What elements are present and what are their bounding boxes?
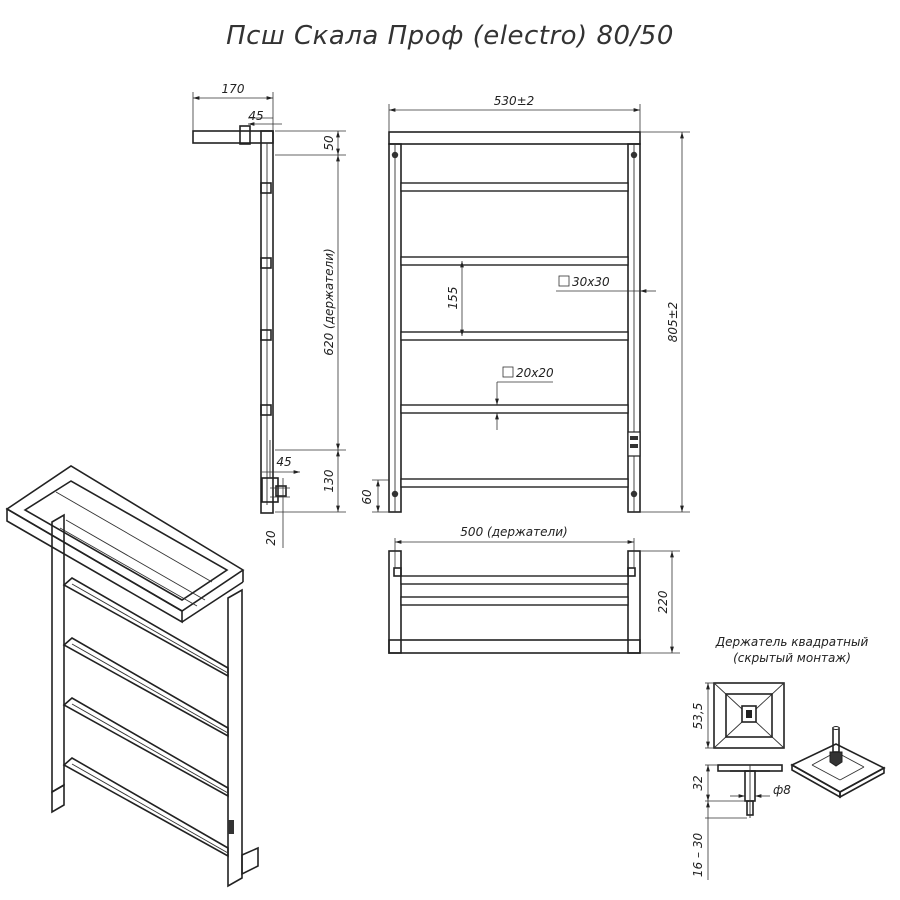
dim-front-height: 805±2 <box>666 302 680 343</box>
dim-front-bottom: 60 <box>360 489 374 505</box>
dim-front-pitch: 155 <box>446 287 460 310</box>
dim-holder-range: 16 – 30 <box>691 833 705 878</box>
dim-side-wall: 20 <box>264 530 278 546</box>
dim-holder-diameter: ф8 <box>773 783 791 797</box>
holder-caption-line1: Держатель квадратный <box>715 635 869 649</box>
holder-detail: Держатель квадратный (скрытый монтаж) 53… <box>691 635 886 880</box>
side-view: 170 45 50 620 (держатели) 130 45 20 <box>192 82 346 548</box>
dim-side-depth: 170 <box>222 82 245 96</box>
dim-holder-plate: 53,5 <box>691 703 705 730</box>
dim-top-holders: 500 (держатели) <box>460 525 567 539</box>
isometric-view <box>5 465 259 888</box>
dim-side-offset-bottom: 45 <box>276 455 291 469</box>
holder-caption-line2: (скрытый монтаж) <box>733 651 851 665</box>
dim-side-offset-top: 45 <box>248 109 263 123</box>
drawing-title: Псш Скала Проф (electro) 80/50 <box>226 21 674 51</box>
dim-top-depth: 220 <box>656 590 670 613</box>
dim-front-width: 530±2 <box>494 94 535 108</box>
label-frame-profile: 30х30 <box>572 275 610 289</box>
label-bar-profile: 20х20 <box>516 366 554 380</box>
dim-side-holders: 620 (держатели) <box>322 248 336 355</box>
dim-side-top-gap: 50 <box>322 135 336 151</box>
dim-side-bottom-gap: 130 <box>322 469 336 492</box>
top-view: 500 (держатели) 220 <box>388 525 680 654</box>
front-view: 530±2 805±2 155 30х30 20х20 60 <box>360 94 690 513</box>
dim-holder-height: 32 <box>691 775 705 790</box>
